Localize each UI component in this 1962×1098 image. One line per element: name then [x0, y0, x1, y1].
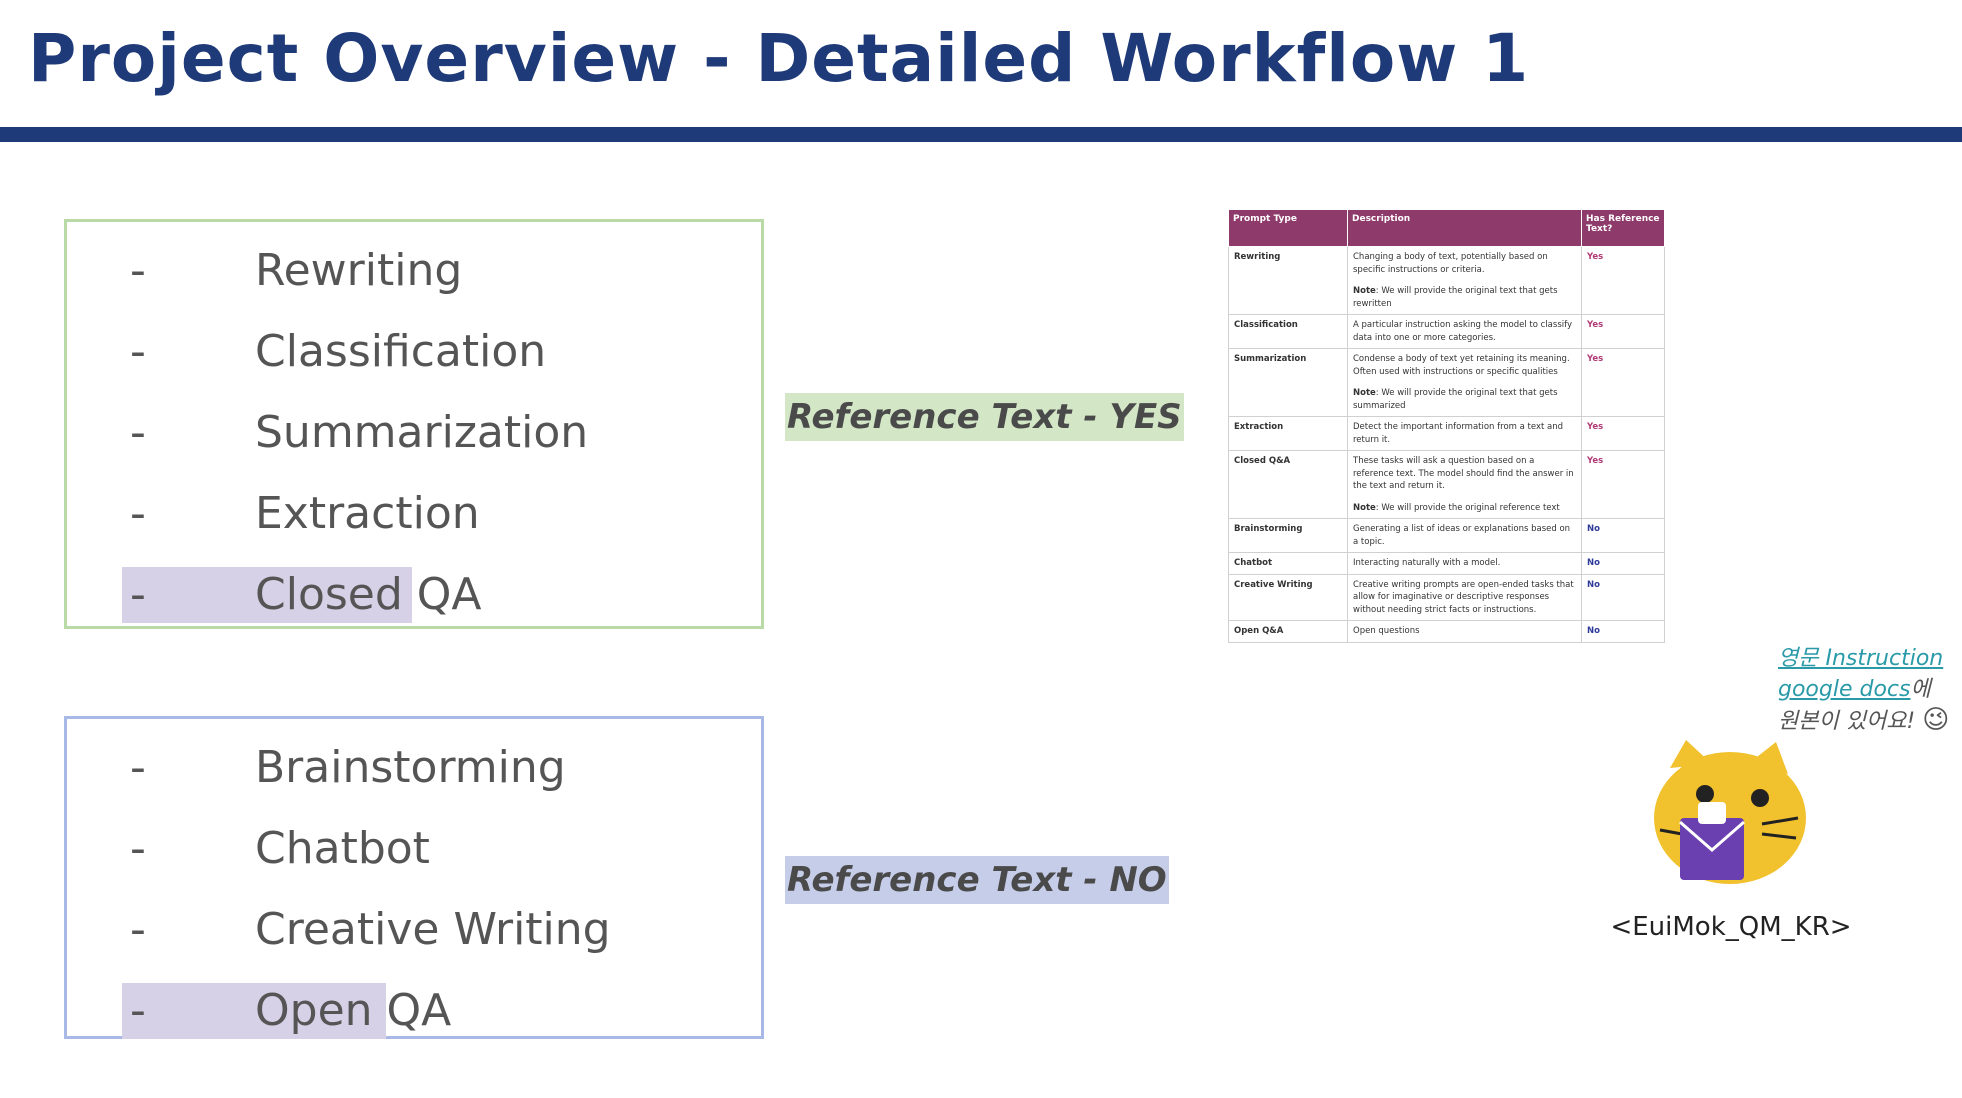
list-item-label: Rewriting	[255, 245, 463, 296]
prompt-type-cell: Rewriting	[1228, 246, 1348, 315]
side-note-suffix: 에	[1910, 677, 1931, 702]
description-text: Condense a body of text yet retaining it…	[1353, 354, 1570, 377]
prompt-type-cell: Summarization	[1228, 348, 1348, 417]
bullet-dash: -	[130, 742, 146, 793]
prompt-type-cell: Extraction	[1228, 416, 1348, 451]
table-row: Summarization Condense a body of text ye…	[1228, 348, 1665, 417]
cat-with-envelope-icon	[1654, 740, 1806, 884]
mascot-caption: <EuiMok_QM_KR>	[1610, 912, 1852, 942]
prompt-type-cell: Open Q&A	[1228, 620, 1348, 643]
column-header: Description	[1347, 209, 1582, 247]
has-reference-cell: Yes	[1581, 348, 1665, 417]
table-row: Creative Writing Creative writing prompt…	[1228, 573, 1665, 621]
bullet-dash: -	[122, 983, 386, 1039]
description-cell: Detect the important information from a …	[1347, 416, 1582, 451]
list-item-label: Creative Writing	[255, 904, 611, 955]
has-reference-cell: No	[1581, 573, 1665, 621]
prompt-type-cell: Brainstorming	[1228, 518, 1348, 553]
prompt-type-cell: Creative Writing	[1228, 573, 1348, 621]
table-row: Rewriting Changing a body of text, poten…	[1228, 246, 1665, 315]
has-reference-cell: No	[1581, 518, 1665, 553]
description-cell: Changing a body of text, potentially bas…	[1347, 246, 1582, 315]
list-item-label: Brainstorming	[255, 742, 566, 793]
google-docs-link[interactable]: google docs	[1778, 677, 1911, 702]
reference-yes-box: - Rewriting - Classification - Summarizatio…	[64, 219, 764, 629]
reference-yes-label: Reference Text - YES	[785, 393, 1184, 441]
description-cell: Interacting naturally with a model.	[1347, 552, 1582, 575]
description-cell: Generating a list of ideas or explanatio…	[1347, 518, 1582, 553]
instruction-link[interactable]: 영문 Instruction	[1778, 646, 1944, 671]
side-note-line2: 원본이 있어요!	[1778, 709, 1916, 734]
note-label: Note	[1353, 286, 1376, 296]
table-header-row: Prompt Type Description Has Reference Te…	[1228, 209, 1665, 247]
note-text: Note: We will provide the original text …	[1353, 285, 1576, 310]
note-text: Note: We will provide the original refer…	[1353, 502, 1576, 515]
prompt-type-cell: Closed Q&A	[1228, 450, 1348, 519]
table-row: Chatbot Interacting naturally with a mod…	[1228, 552, 1665, 575]
bullet-dash: -	[130, 326, 146, 377]
note-body: : We will provide the original reference…	[1375, 502, 1560, 513]
bullet-dash: -	[130, 823, 146, 874]
reference-no-box: - Brainstorming - Chatbot - Creative Writin…	[64, 716, 764, 1039]
bullet-dash: -	[130, 488, 146, 539]
table-row: Closed Q&A These tasks will ask a questi…	[1228, 450, 1665, 519]
winking-face-icon: 😉	[1922, 705, 1950, 735]
description-cell: Open questions	[1347, 620, 1582, 643]
note-text: Note: We will provide the original text …	[1353, 387, 1576, 412]
has-reference-cell: Yes	[1581, 314, 1665, 349]
has-reference-cell: Yes	[1581, 246, 1665, 315]
reference-no-label: Reference Text - NO	[785, 856, 1169, 904]
description-cell: A particular instruction asking the mode…	[1347, 314, 1582, 349]
prompt-type-cell: Chatbot	[1228, 552, 1348, 575]
note-body: : We will provide the original text that…	[1353, 388, 1558, 411]
table-row: Extraction Detect the important informat…	[1228, 416, 1665, 451]
description-cell: Condense a body of text yet retaining it…	[1347, 348, 1582, 417]
list-item-label: Summarization	[255, 407, 589, 458]
prompt-type-cell: Classification	[1228, 314, 1348, 349]
table-row: Brainstorming Generating a list of ideas…	[1228, 518, 1665, 553]
note-body: : We will provide the original text that…	[1353, 286, 1558, 309]
bullet-dash: -	[130, 904, 146, 955]
note-label: Note	[1353, 502, 1376, 513]
list-item-label: Closed QA	[255, 569, 482, 620]
bullet-dash: -	[130, 245, 146, 296]
description-text: Changing a body of text, potentially bas…	[1353, 252, 1548, 275]
table-row: Open Q&A Open questions No	[1228, 620, 1665, 643]
title-underline	[0, 127, 1962, 142]
column-header: Prompt Type	[1228, 209, 1348, 247]
column-header: Has Reference Text?	[1581, 209, 1665, 247]
slide-title: Project Overview - Detailed Workflow 1	[28, 20, 1530, 97]
table-row: Classification A particular instruction …	[1228, 314, 1665, 349]
side-note: 영문 Instruction google docs에 원본이 있어요! 😉	[1778, 643, 1962, 737]
list-item-label: Classification	[255, 326, 547, 377]
list-item-label: Extraction	[255, 488, 480, 539]
has-reference-cell: Yes	[1581, 416, 1665, 451]
description-cell: These tasks will ask a question based on…	[1347, 450, 1582, 519]
bullet-dash: -	[122, 567, 412, 623]
description-cell: Creative writing prompts are open-ended …	[1347, 573, 1582, 621]
bullet-dash: -	[130, 407, 146, 458]
has-reference-cell: Yes	[1581, 450, 1665, 519]
list-item-label: Chatbot	[255, 823, 430, 874]
description-text: These tasks will ask a question based on…	[1353, 456, 1574, 491]
has-reference-cell: No	[1581, 552, 1665, 575]
list-item-label: Open QA	[255, 985, 452, 1036]
note-label: Note	[1353, 388, 1376, 398]
prompt-type-table: Prompt Type Description Has Reference Te…	[1228, 209, 1665, 643]
has-reference-cell: No	[1581, 620, 1665, 643]
